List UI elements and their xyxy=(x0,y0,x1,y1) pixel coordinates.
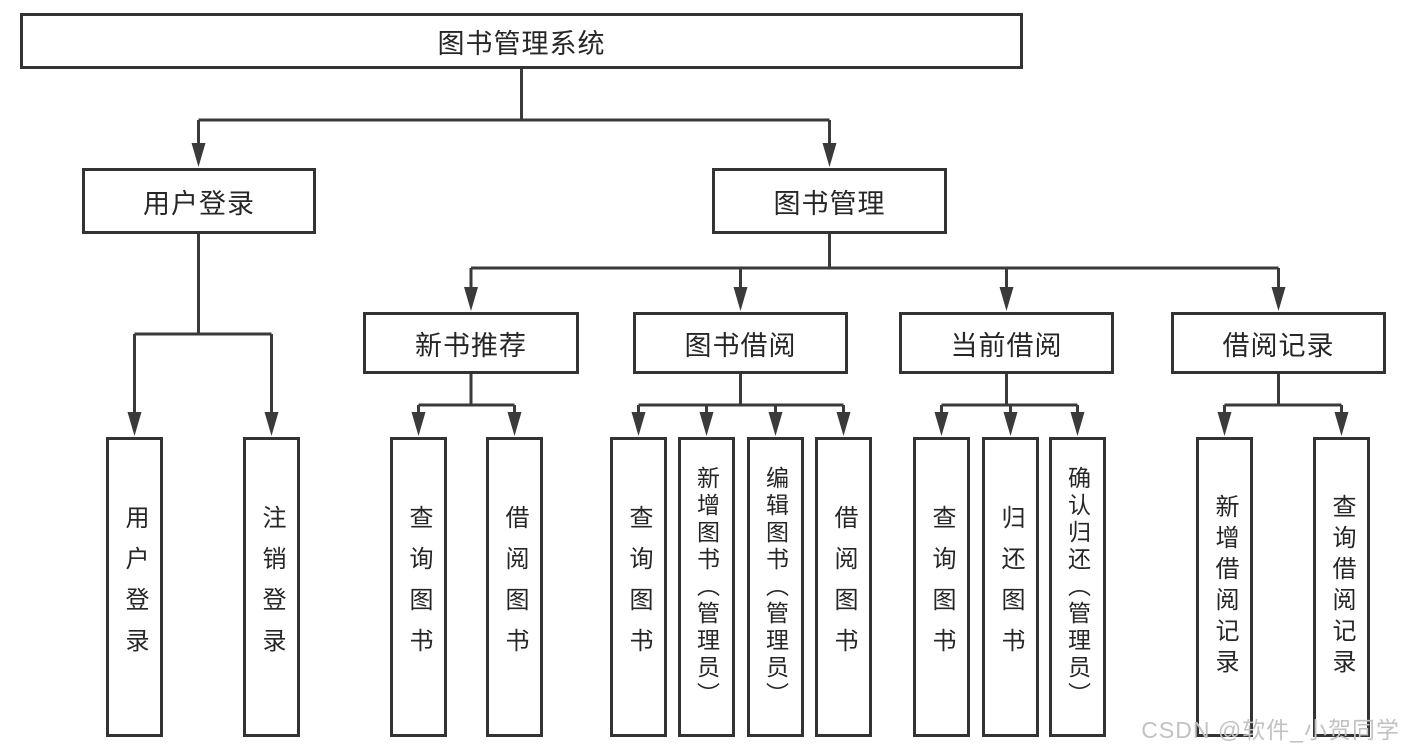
node-label: 用户登录 xyxy=(121,505,148,669)
node-label: 查询借阅记录 xyxy=(1328,494,1355,680)
node-edit-books-admin: 编辑图书（管理员） xyxy=(747,437,804,737)
csdn-watermark: CSDN @软件_小贺同学 xyxy=(1141,717,1400,743)
node-label: 注销登录 xyxy=(258,505,285,669)
node-user-login-leaf: 用户登录 xyxy=(106,437,163,737)
node-label: 查询图书 xyxy=(625,505,652,669)
node-query-books-recommend: 查询图书 xyxy=(390,437,447,737)
node-query-books-current: 查询图书 xyxy=(913,437,970,737)
node-label: 借阅图书 xyxy=(501,505,528,669)
node-book-management: 图书管理 xyxy=(712,168,947,234)
node-user-login: 用户登录 xyxy=(82,168,316,234)
node-new-book-recommendation: 新书推荐 xyxy=(363,312,579,374)
node-logout: 注销登录 xyxy=(243,437,300,737)
node-label: 用户登录 xyxy=(143,188,255,219)
node-label: 新书推荐 xyxy=(415,330,527,361)
node-label: 借阅图书 xyxy=(830,505,857,669)
node-book-borrowing: 图书借阅 xyxy=(633,312,848,374)
node-borrow-books-recommend: 借阅图书 xyxy=(486,437,543,737)
node-query-books-borrowing: 查询图书 xyxy=(610,437,667,737)
node-label: 借阅记录 xyxy=(1222,330,1335,361)
node-label: 新增借阅记录 xyxy=(1211,494,1238,680)
node-label: 编辑图书（管理员） xyxy=(762,465,789,709)
node-label: 确认归还（管理员） xyxy=(1064,465,1091,709)
node-label: 图书借阅 xyxy=(684,330,797,361)
node-label: 图书管理 xyxy=(773,188,886,219)
node-confirm-return-admin: 确认归还（管理员） xyxy=(1049,437,1106,737)
node-library-management-system: 图书管理系统 xyxy=(20,13,1023,69)
node-add-borrow-record: 新增借阅记录 xyxy=(1196,437,1253,737)
node-borrowing-records: 借阅记录 xyxy=(1171,312,1386,374)
node-current-borrowing: 当前借阅 xyxy=(899,312,1114,374)
node-label: 归还图书 xyxy=(997,505,1024,669)
node-return-books: 归还图书 xyxy=(982,437,1039,737)
node-label: 查询图书 xyxy=(928,505,955,669)
node-query-borrow-record: 查询借阅记录 xyxy=(1313,437,1370,737)
node-label: 新增图书（管理员） xyxy=(693,465,720,709)
node-label: 查询图书 xyxy=(405,505,432,669)
node-borrow-books-borrowing: 借阅图书 xyxy=(815,437,872,737)
node-label: 当前借阅 xyxy=(950,330,1063,361)
node-add-books-admin: 新增图书（管理员） xyxy=(678,437,735,737)
node-label: 图书管理系统 xyxy=(437,28,606,59)
